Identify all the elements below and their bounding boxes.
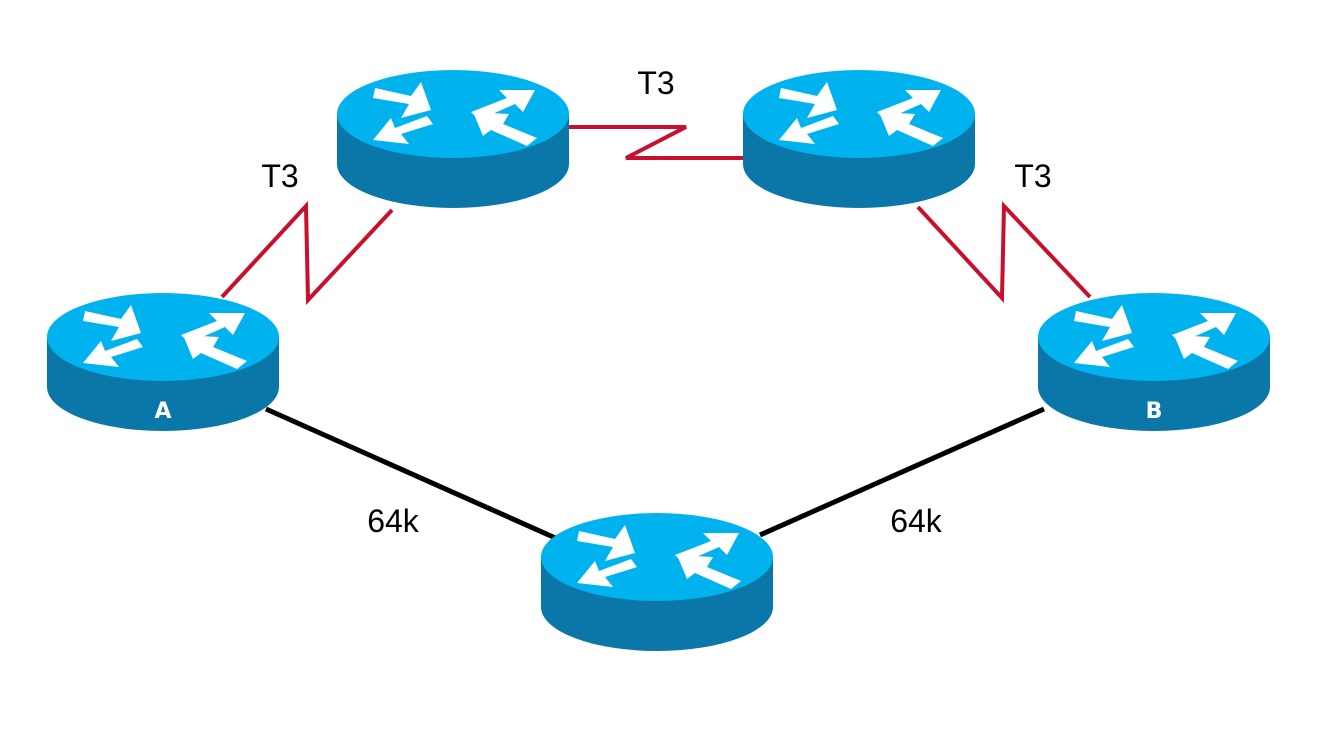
- link-label-a-top-left: T3: [261, 158, 298, 194]
- link-label-a-bottom: 64k: [367, 503, 420, 539]
- links: [220, 125, 1092, 543]
- router-icon: [743, 70, 975, 208]
- router-b[interactable]: B: [1038, 293, 1270, 431]
- link-top-right-b: [916, 201, 1092, 303]
- router-top-left[interactable]: [337, 70, 569, 208]
- router-icon: [541, 513, 773, 651]
- link-a-bottom: [264, 406, 562, 543]
- link-a-top-left: [220, 200, 394, 305]
- router-bottom[interactable]: [541, 513, 773, 651]
- router-icon: [337, 70, 569, 208]
- link-labels: T3 T3 T3 64k 64k: [261, 65, 1051, 539]
- router-a-label: A: [154, 399, 171, 424]
- router-top-right[interactable]: [743, 70, 975, 208]
- link-label-top-left-top-right: T3: [637, 65, 674, 101]
- link-label-top-right-b: T3: [1014, 158, 1051, 194]
- link-bottom-b: [758, 406, 1046, 538]
- link-label-bottom-b: 64k: [890, 503, 943, 539]
- router-a[interactable]: A: [47, 293, 279, 431]
- router-b-label: B: [1146, 399, 1163, 424]
- link-top-left-top-right: [568, 125, 744, 160]
